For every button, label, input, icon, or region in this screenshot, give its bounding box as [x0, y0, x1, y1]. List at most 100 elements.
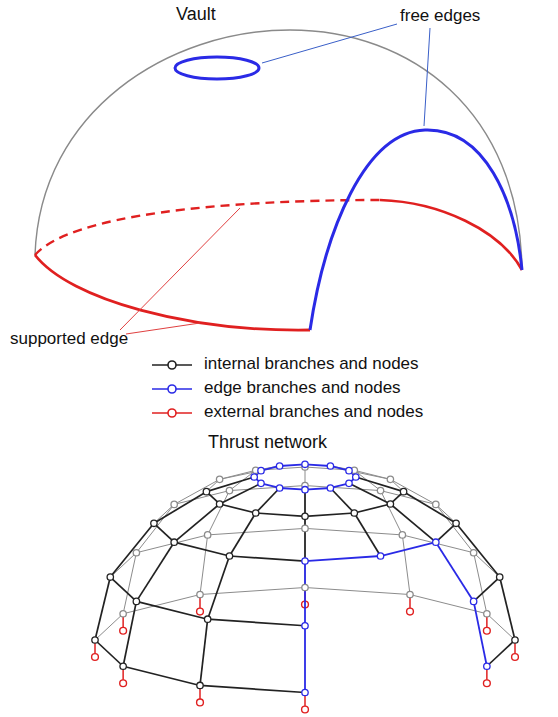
- leader-line: [120, 208, 240, 330]
- internal-branch: [136, 601, 207, 619]
- internal-branch: [500, 577, 515, 640]
- internal-node: [253, 510, 259, 516]
- internal-node: [120, 663, 126, 669]
- internal-branch: [95, 614, 123, 640]
- external-node: [197, 608, 204, 615]
- edge-node: [251, 474, 257, 480]
- internal-branch: [174, 504, 219, 542]
- legend-sample-node: [168, 361, 176, 369]
- internal-branch: [174, 479, 219, 504]
- edge-branch: [436, 542, 474, 601]
- internal-node: [226, 553, 232, 559]
- internal-node: [203, 488, 209, 494]
- internal-branch: [487, 614, 515, 640]
- internal-branch: [229, 513, 255, 556]
- internal-node: [171, 539, 177, 545]
- external-node: [302, 706, 309, 713]
- internal-branch: [208, 528, 305, 535]
- internal-node: [470, 550, 476, 556]
- internal-node: [302, 513, 308, 519]
- internal-branch: [487, 640, 515, 666]
- internal-node: [377, 487, 383, 493]
- internal-node: [133, 550, 139, 556]
- internal-branch: [123, 666, 200, 685]
- legend-sample: [148, 402, 194, 422]
- callout-label: supported edge: [10, 329, 128, 349]
- internal-branch: [256, 513, 305, 516]
- internal-branch: [474, 577, 500, 601]
- internal-branch: [354, 504, 390, 513]
- edge-node: [327, 463, 333, 469]
- internal-node: [387, 476, 393, 482]
- internal-branch: [208, 619, 305, 626]
- callout-label: free edges: [400, 6, 480, 26]
- internal-branch: [208, 556, 230, 619]
- leader-line: [262, 24, 397, 63]
- edge-node: [302, 461, 308, 467]
- internal-node: [351, 510, 357, 516]
- internal-node: [120, 611, 126, 617]
- internal-branch: [95, 640, 123, 666]
- internal-branch: [305, 486, 381, 491]
- edge-node: [258, 480, 264, 486]
- internal-branch: [402, 535, 410, 595]
- legend-sample: [148, 378, 194, 398]
- leader-line: [424, 28, 430, 126]
- internal-node: [216, 501, 222, 507]
- external-node: [512, 654, 519, 661]
- edge-node: [258, 467, 264, 473]
- legend-sample-node: [168, 385, 176, 393]
- edge-node: [302, 623, 308, 629]
- internal-branch: [136, 504, 174, 552]
- internal-node: [204, 616, 210, 622]
- internal-branch: [304, 516, 306, 561]
- internal-branch: [305, 513, 354, 516]
- edge-node: [346, 467, 352, 473]
- edge-node: [276, 485, 282, 491]
- internal-branch: [174, 542, 229, 556]
- edge-node: [346, 480, 352, 486]
- edge-node: [327, 485, 333, 491]
- edge-node: [433, 539, 439, 545]
- internal-branch: [136, 542, 174, 601]
- internal-node: [151, 520, 157, 526]
- internal-node: [204, 532, 210, 538]
- internal-branch: [404, 492, 456, 524]
- internal-branch: [256, 488, 280, 513]
- legend-text: edge branches and nodes: [204, 378, 401, 398]
- external-node: [483, 680, 490, 687]
- supported-edge-front: [35, 255, 310, 330]
- internal-branch: [349, 483, 390, 504]
- internal-node: [484, 611, 490, 617]
- internal-branch: [381, 491, 403, 535]
- external-node: [92, 654, 99, 661]
- internal-node: [399, 532, 405, 538]
- internal-node: [400, 488, 406, 494]
- internal-branch: [154, 492, 206, 524]
- free-edge-arch: [310, 130, 522, 330]
- edge-branch: [304, 626, 306, 693]
- edge-node: [302, 689, 308, 695]
- legend-sample: [148, 354, 194, 374]
- internal-branch: [354, 513, 380, 556]
- figure-title: Thrust network: [208, 432, 327, 452]
- vault-outline: [35, 30, 522, 270]
- legend-text: internal branches and nodes: [204, 354, 419, 374]
- legend-text: external branches and nodes: [204, 402, 423, 422]
- internal-branch: [229, 556, 305, 561]
- internal-node: [171, 501, 177, 507]
- external-node: [407, 608, 414, 615]
- internal-node: [453, 520, 459, 526]
- internal-branch: [154, 523, 174, 542]
- internal-branch: [436, 504, 474, 552]
- internal-branch: [200, 535, 208, 595]
- internal-node: [433, 501, 439, 507]
- internal-branch: [305, 528, 402, 535]
- internal-node: [302, 584, 308, 590]
- internal-branch: [136, 535, 207, 553]
- internal-node: [226, 487, 232, 493]
- internal-branch: [229, 486, 305, 491]
- internal-branch: [220, 504, 256, 513]
- edge-node: [276, 463, 282, 469]
